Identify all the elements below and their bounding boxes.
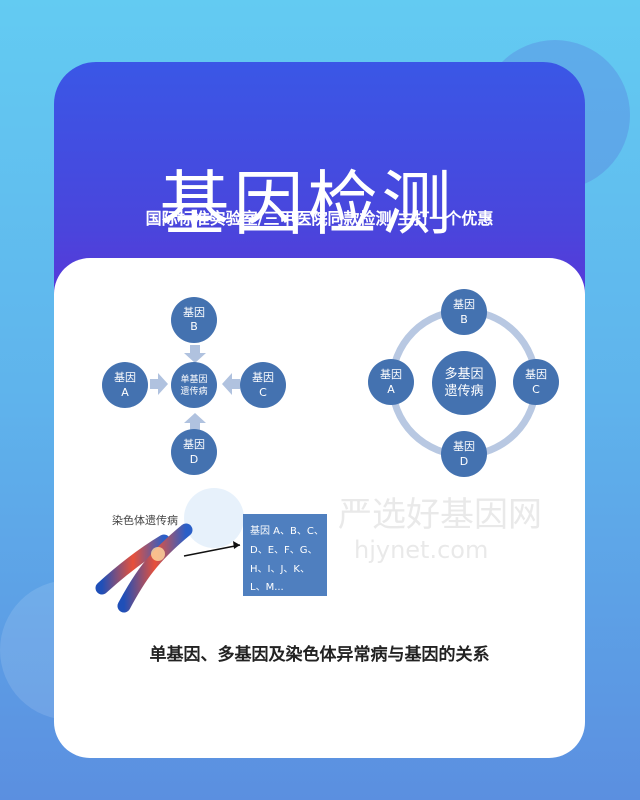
svg-text:A: A: [121, 386, 129, 399]
svg-text:B: B: [190, 320, 198, 333]
svg-text:基因: 基因: [114, 371, 136, 384]
svg-text:C: C: [259, 386, 267, 399]
svg-text:基因: 基因: [525, 368, 547, 381]
svg-text:基因: 基因: [453, 440, 475, 453]
svg-text:单基因: 单基因: [180, 373, 207, 385]
svg-text:基因: 基因: [453, 298, 475, 311]
svg-text:基因: 基因: [183, 438, 205, 451]
single-gene-diagram: 单基因 遗传病 基因 B 基因 A 基因 C 基因 D: [102, 297, 286, 475]
watermark-url: hjynet.com: [354, 536, 488, 564]
svg-text:遗传病: 遗传病: [444, 384, 483, 399]
arrow-line: [183, 544, 241, 557]
svg-text:C: C: [532, 383, 540, 396]
chromosome-diagram: 染色体遗传病 基因 A、B、C、 D、E、F、G、 H、I、J、K、 L、M..…: [95, 513, 327, 613]
svg-text:D、E、F、G、: D、E、F、G、: [250, 545, 318, 556]
node-b: 基因 B: [441, 289, 487, 335]
node-b: 基因 B: [171, 297, 217, 343]
node-center: 单基因 遗传病: [171, 362, 217, 408]
svg-text:基因: 基因: [252, 371, 274, 384]
subtitle: 国际标准实验室/三甲医院同款检测/主打一个优惠: [145, 209, 494, 228]
node-center: 多基因 遗传病: [432, 351, 496, 415]
gene-list-box: [243, 514, 327, 596]
svg-text:基因 A、B、C、: 基因 A、B、C、: [250, 524, 324, 537]
content-card: 严选好基因网 hjynet.com 单基因 遗传病 基因 B 基因 A 基因 C: [54, 258, 585, 758]
node-a: 基因 A: [368, 359, 414, 405]
arrows: [150, 345, 240, 431]
node-d: 基因 D: [441, 431, 487, 477]
chromosome-icon: [95, 523, 193, 613]
node-c: 基因 C: [240, 362, 286, 408]
multi-gene-diagram: 多基因 遗传病 基因 B 基因 A 基因 C 基因 D: [368, 289, 559, 477]
svg-text:A: A: [387, 383, 395, 396]
svg-text:D: D: [460, 455, 468, 468]
svg-text:H、I、J、K、: H、I、J、K、: [250, 564, 310, 575]
svg-text:遗传病: 遗传病: [180, 385, 207, 397]
watermark-logo-icon: [184, 488, 244, 548]
page-title: 基因检测: [159, 163, 456, 245]
watermark-name: 严选好基因网: [338, 495, 542, 535]
arrow-head-icon: [233, 541, 240, 549]
svg-text:基因: 基因: [380, 368, 402, 381]
node-a: 基因 A: [102, 362, 148, 408]
node-d: 基因 D: [171, 429, 217, 475]
watermark: 严选好基因网 hjynet.com: [184, 488, 542, 564]
svg-text:B: B: [460, 313, 468, 326]
svg-text:多基因: 多基因: [444, 366, 483, 382]
gene-relationship-diagram: 严选好基因网 hjynet.com 单基因 遗传病 基因 B 基因 A 基因 C: [95, 289, 559, 613]
svg-text:D: D: [190, 453, 198, 466]
node-c: 基因 C: [513, 359, 559, 405]
diagram-caption: 单基因、多基因及染色体异常病与基因的关系: [149, 645, 490, 665]
chromosome-label: 染色体遗传病: [112, 513, 178, 527]
svg-text:基因: 基因: [183, 306, 205, 319]
svg-text:L、M...: L、M...: [250, 582, 284, 593]
